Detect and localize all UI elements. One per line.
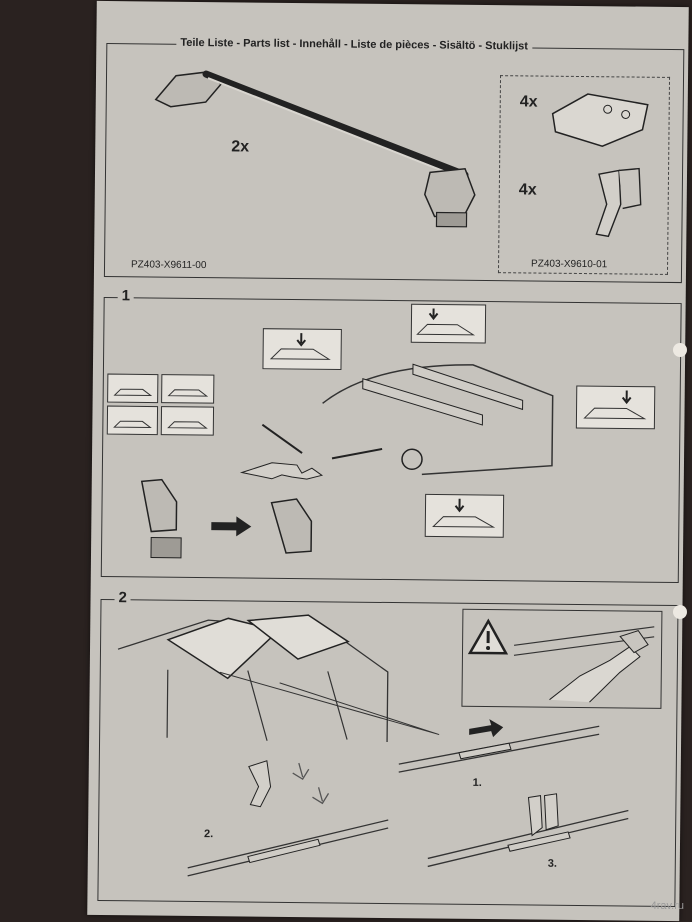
car-view-bottom <box>424 493 505 538</box>
mounting-pad-illustration <box>551 93 649 148</box>
step1-number: 1 <box>117 287 135 305</box>
instruction-sheet: Teile Liste - Parts list - Innehåll - Li… <box>87 0 689 922</box>
rail-step1-illustration <box>398 719 600 773</box>
step2-number: 2 <box>114 589 131 607</box>
foot-assembly-illustration <box>140 423 324 559</box>
hand-cleaning-illustration <box>513 626 655 703</box>
car-view-top-right <box>410 303 487 344</box>
rail-step2-illustration <box>187 760 389 877</box>
binder-hole-1 <box>673 343 687 357</box>
bracket-illustration <box>595 167 642 238</box>
watermark: 4rav.ru <box>650 900 684 912</box>
zoom-lines <box>219 671 440 736</box>
bracket-quantity: 4x <box>518 181 537 199</box>
pad-quantity: 4x <box>519 93 538 111</box>
roof-bar-illustration <box>154 70 476 228</box>
bar-part-code: PZ403-X9611-00 <box>127 259 210 272</box>
rail-step3-illustration <box>427 793 629 868</box>
substep-3-label: 3. <box>547 857 558 870</box>
roof-install-illustration <box>322 363 554 476</box>
binder-hole-2 <box>673 605 687 619</box>
car-view-top-left <box>262 328 342 371</box>
car-views-grid <box>106 373 215 436</box>
warning-icon <box>467 618 509 655</box>
car-view-right <box>575 385 656 430</box>
substep-2-label: 2. <box>204 828 214 841</box>
car-roof-cover-illustration <box>117 614 389 743</box>
bar-quantity: 2x <box>231 138 250 156</box>
kit-part-code: PZ403-X9610-01 <box>528 258 611 271</box>
